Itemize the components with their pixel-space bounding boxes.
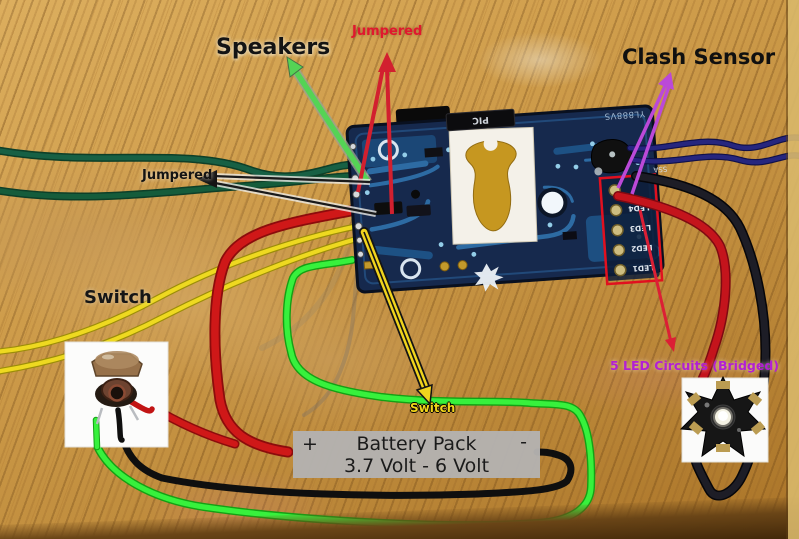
phoenix-logo: [474, 263, 504, 292]
jumpered-left-label: Jumpered: [142, 168, 213, 183]
led-pads-highlight-box: [598, 173, 664, 286]
pic-chip: PIC: [445, 108, 516, 132]
mounting-hole: [537, 187, 568, 218]
jumpered-top-label: Jumpered: [352, 24, 423, 39]
switch-wires-yellow: [0, 222, 364, 375]
led-pad-label: LED2: [631, 243, 653, 253]
battery-minus-terminal: -: [520, 431, 527, 453]
sensor-silkscreen-text: SSA: [653, 165, 668, 174]
switch-inset-photo: [64, 341, 169, 451]
chip-label: PIC: [471, 114, 489, 125]
switch-bottom-arrow: [359, 227, 433, 406]
ground-wire-black: [118, 432, 575, 499]
speakers-label: Speakers: [216, 35, 331, 60]
led-emitter: [718, 411, 728, 421]
battery-name: Battery Pack: [356, 433, 477, 455]
led-circuits-arrow: [638, 209, 676, 352]
pcb-components: [374, 147, 578, 272]
white-sticker: [448, 126, 538, 245]
led-pad-label: LED4: [628, 203, 650, 213]
switch-button: [108, 384, 126, 402]
led-wire-red: [613, 191, 731, 392]
wood-plank-edge-right: [786, 0, 799, 539]
clash-sensor-component: [590, 139, 633, 176]
led-star-pads: [686, 381, 766, 452]
clash-sensor-arrows: [616, 72, 674, 195]
switch-bottom-label: Switch: [410, 401, 456, 415]
led-pad-column: LED4 LED3 LED2 LED1: [599, 175, 660, 281]
mounting-hole-ring: [400, 258, 422, 280]
silkscreen-text: YL888VS: [604, 108, 646, 121]
led-circuits-label: 5 LED Circuits (Bridged): [610, 358, 779, 373]
battery-voltage: 3.7 Volt - 6 Volt: [343, 455, 490, 477]
jumpered-left-arrows: [197, 170, 377, 217]
pcb-board: PIC YL888VS SSA LED4 LED3 LED2 LED1: [345, 104, 668, 294]
battery-plus-terminal: +: [302, 433, 318, 455]
clash-sensor-label: Clash Sensor: [622, 45, 776, 69]
led-pad-label: LED3: [629, 223, 651, 233]
clash-sensor-wires-blue: [626, 134, 799, 166]
switch-left-label: Switch: [84, 287, 152, 308]
battery-pack-label: + Battery Pack - 3.7 Volt - 6 Volt: [293, 431, 540, 478]
led-pad-label: LED1: [632, 263, 654, 273]
loop-wire-green: [93, 256, 596, 530]
speakers-arrow: [286, 56, 372, 185]
led-star-inset-photo: [679, 375, 769, 463]
jumpered-top-arrows: [356, 52, 396, 215]
